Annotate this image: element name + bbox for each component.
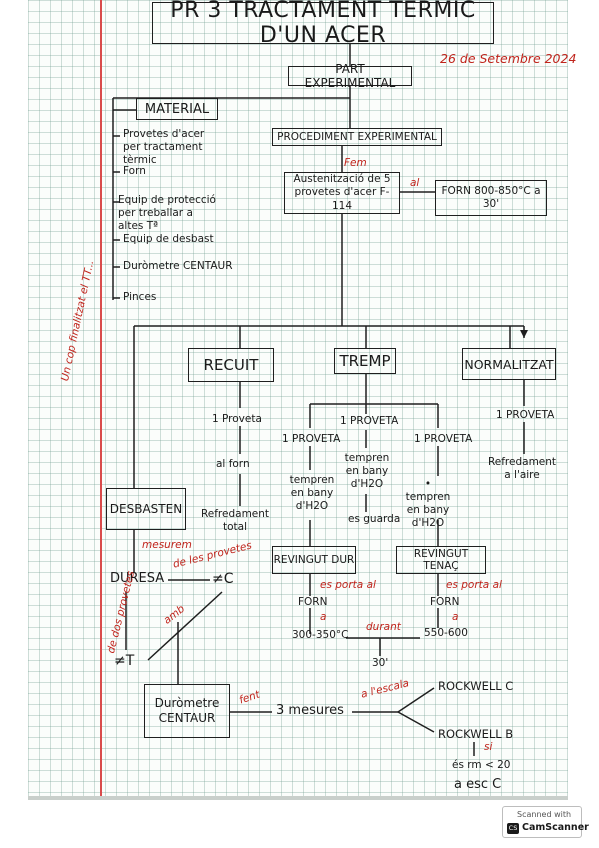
- rockwell-c-label: ROCKWELL C: [438, 679, 514, 693]
- a-left-label: a: [320, 611, 327, 623]
- a-right-label: a: [452, 611, 459, 623]
- material-item: Equip de protecció per treballar a altes…: [118, 194, 216, 233]
- tremp-right-proveta: 1 PROVETA: [414, 433, 473, 445]
- neq-c-label: ≠C: [212, 571, 234, 587]
- desbasten-box: DESBASTEN: [106, 488, 186, 530]
- tremp-center-text: tempren en bany d'H2O: [344, 452, 390, 491]
- tremp-es-guarda: es guarda: [348, 513, 401, 525]
- camscanner-watermark: Scanned with CS CamScanner: [502, 806, 589, 838]
- fem-label: Fem: [344, 157, 367, 169]
- date-label: 26 de Setembre 2024: [440, 51, 577, 66]
- normalitzat-refredament: Refredament a l'aire: [487, 456, 557, 482]
- material-item: Duròmetre CENTAUR: [123, 260, 233, 272]
- revingut-dur-box: REVINGUT DUR: [272, 546, 356, 574]
- title-box: PR 3 TRACTAMENT TÈRMIC D'UN ACER: [152, 0, 494, 48]
- camscanner-brand-label: CamScanner: [522, 822, 589, 833]
- rockwell-b-label: ROCKWELL B: [438, 727, 514, 741]
- es-rm-label: és rm < 20: [452, 759, 511, 771]
- forn-left-label: FORN: [298, 596, 328, 608]
- tremp-left-text: tempren en bany d'H2O: [289, 474, 335, 513]
- tremp-label: TREMP: [339, 352, 391, 370]
- neq-t-label: ≠T: [114, 653, 135, 669]
- tremp-right-text: • tempren en bany d'H2O: [405, 478, 451, 530]
- revingut-dur-label: REVINGUT DUR: [273, 554, 355, 566]
- al-label: al: [410, 177, 420, 189]
- durometre-box: Duròmetre CENTAUR: [144, 684, 230, 738]
- recuit-al-forn: al forn: [216, 458, 250, 470]
- normalitzat-label: NORMALITZAT: [464, 356, 554, 372]
- part-experimental-label: PART EXPERIMENTAL: [304, 62, 396, 90]
- desbasten-label: DESBASTEN: [109, 502, 183, 516]
- material-heading: MATERIAL: [144, 101, 210, 117]
- scanned-with-label: Scanned with: [517, 810, 572, 819]
- durant-label: durant: [366, 621, 401, 633]
- normalitzat-proveta: 1 PROVETA: [496, 409, 555, 421]
- recuit-proveta: 1 Proveta: [212, 413, 262, 425]
- camscanner-logo-icon: CS: [507, 823, 519, 834]
- es-porta-al-right: es porta al: [446, 579, 502, 591]
- forn-temp-label: FORN 800-850°C a 30': [441, 184, 541, 210]
- tremp-left-proveta: 1 PROVETA: [282, 433, 341, 445]
- temp-dur-label: 300-350°C: [292, 629, 349, 641]
- part-experimental-box: PART EXPERIMENTAL: [288, 62, 412, 90]
- forn-temp-box: FORN 800-850°C a 30': [435, 180, 547, 216]
- austenitzacio-label: Austenització de 5 provetes d'acer F-114: [293, 173, 391, 212]
- austenitzacio-box: Austenització de 5 provetes d'acer F-114: [284, 172, 400, 214]
- tremp-box: TREMP: [334, 348, 396, 374]
- recuit-box: RECUIT: [188, 348, 274, 382]
- duresa-label: DURESA: [110, 571, 165, 586]
- page-title: PR 3 TRACTAMENT TÈRMIC D'UN ACER: [170, 0, 476, 48]
- revingut-tenac-label: REVINGUT TENAÇ: [413, 548, 469, 572]
- mesurem-label: mesurem: [142, 539, 192, 551]
- material-item: Pinces: [123, 291, 157, 303]
- normalitzat-box: NORMALITZAT: [462, 348, 556, 380]
- forn-right-label: FORN: [430, 596, 460, 608]
- page-edge-shadow: [28, 796, 568, 800]
- tremp-proveta-center: 1 PROVETA: [340, 415, 399, 427]
- procediment-box: PROCEDIMENT EXPERIMENTAL: [272, 128, 442, 146]
- temp-tenac-label: 550-600: [424, 627, 468, 639]
- material-box: MATERIAL: [136, 98, 218, 120]
- recuit-label: RECUIT: [203, 356, 259, 374]
- material-item: Forn: [123, 165, 146, 177]
- durometre-label: Duròmetre CENTAUR: [154, 696, 220, 725]
- red-margin-line: [100, 0, 102, 800]
- material-item: Provetes d'acer per tractament tèrmic: [123, 128, 205, 167]
- time-30-label: 30': [372, 657, 389, 669]
- grid-paper: [28, 0, 568, 800]
- camscanner-logo-text: CS: [508, 824, 518, 832]
- revingut-tenac-box: REVINGUT TENAÇ: [396, 546, 486, 574]
- tres-mesures-label: 3 mesures: [276, 703, 344, 718]
- recuit-refredament: Refredament total: [200, 508, 270, 534]
- es-porta-al-left: es porta al: [320, 579, 376, 591]
- procediment-label: PROCEDIMENT EXPERIMENTAL: [277, 131, 437, 143]
- a-esc-c-label: a esc C: [454, 777, 502, 792]
- si-label: si: [484, 741, 493, 753]
- material-item: Equip de desbast: [123, 233, 214, 245]
